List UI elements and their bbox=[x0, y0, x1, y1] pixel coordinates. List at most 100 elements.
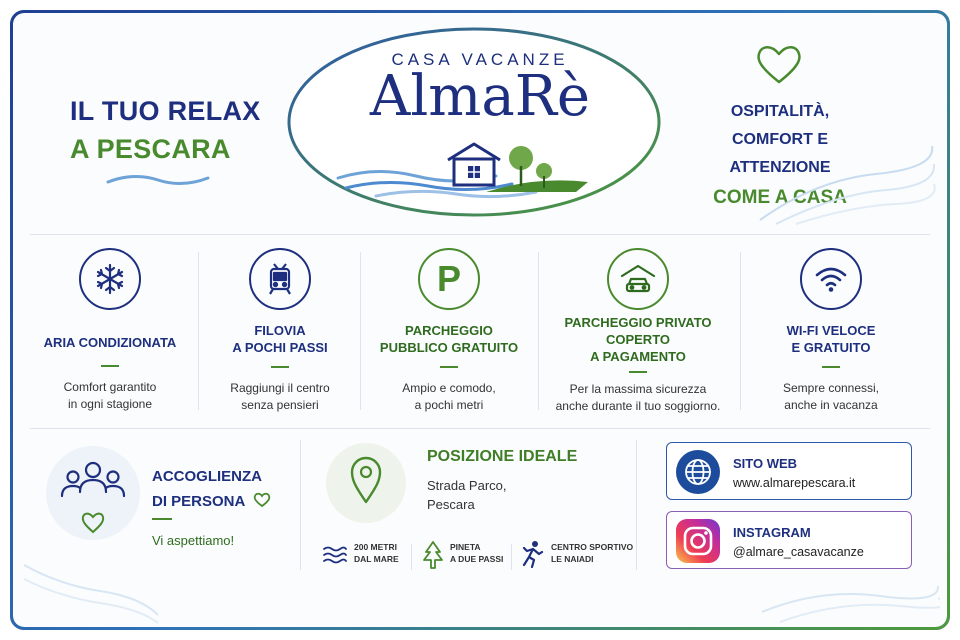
heart-small-icon bbox=[253, 492, 271, 508]
runner-icon bbox=[522, 541, 544, 568]
people-group-icon bbox=[60, 461, 126, 534]
welcome-title-line1: ACCOGLIENZA bbox=[152, 468, 262, 485]
feature-title: PARCHEGGIO PUBBLICO GRATUITO bbox=[364, 322, 534, 356]
feature-dash bbox=[629, 371, 647, 373]
feature-dash bbox=[440, 366, 458, 368]
instagram-icon bbox=[676, 519, 720, 563]
parking-icon: P bbox=[418, 248, 480, 310]
website-url[interactable]: www.almarepescara.it bbox=[733, 476, 856, 490]
feature-desc-line1: Ampio e comodo, bbox=[402, 381, 496, 395]
covered-garage-icon bbox=[607, 248, 669, 310]
welcome-dash bbox=[152, 518, 172, 520]
feature-title: WI-FI VELOCE E GRATUITO bbox=[746, 322, 916, 356]
feature-desc: Sempre connessi, anche in vacanza bbox=[746, 380, 916, 414]
feature-desc-line2: senza pensieri bbox=[241, 398, 319, 412]
feature-desc-line1: Sempre connessi, bbox=[782, 381, 880, 395]
wave-decoration-right bbox=[759, 145, 936, 225]
feature-desc-line2: in ogni stagione bbox=[67, 397, 153, 411]
feature-dash bbox=[101, 365, 119, 367]
welcome-title-line2: DI PERSONA bbox=[152, 489, 271, 514]
divider bbox=[30, 234, 930, 235]
highlight-line1: CENTRO SPORTIVO bbox=[551, 542, 634, 552]
instagram-card[interactable]: INSTAGRAM @almare_casavacanze bbox=[666, 511, 912, 569]
feature-desc-line1: Per la massima sicurezza bbox=[569, 382, 707, 396]
feature-desc-line1: Raggiungi il centro bbox=[230, 381, 330, 395]
feature-title-line2: COPERTO bbox=[605, 332, 671, 347]
divider bbox=[198, 252, 199, 410]
feature-dash bbox=[271, 366, 289, 368]
position-title: POSIZIONE IDEALE bbox=[427, 448, 578, 465]
feature-wifi: WI-FI VELOCE E GRATUITO Sempre connessi,… bbox=[746, 248, 916, 418]
highlight-line2: A DUE PASSI bbox=[450, 554, 504, 564]
tagline-right-line3: COME A CASA bbox=[713, 187, 847, 208]
tagline-left: IL TUO RELAX A PESCARA bbox=[70, 92, 270, 168]
highlight-pinewood: PINETA A DUE PASSI bbox=[450, 541, 503, 565]
wave-decoration-bottom-left bbox=[23, 564, 159, 624]
feature-title-line2: PUBBLICO GRATUITO bbox=[379, 340, 519, 355]
divider bbox=[411, 544, 412, 570]
feature-private-parking: PARCHEGGIO PRIVATO COPERTO A PAGAMENTO P… bbox=[540, 248, 736, 418]
highlight-sports-center: CENTRO SPORTIVO LE NAIADI bbox=[551, 541, 633, 565]
feature-desc-line1: Comfort garantito bbox=[63, 380, 157, 394]
feature-title: ARIA CONDIZIONATA bbox=[43, 335, 177, 350]
highlight-line1: PINETA bbox=[450, 542, 481, 552]
feature-title-line2: A POCHI PASSI bbox=[232, 340, 328, 355]
feature-air-conditioning: ARIA CONDIZIONATA Comfort garantito in o… bbox=[30, 248, 190, 418]
tagline-right-line1: OSPITALITÀ, bbox=[730, 103, 830, 120]
instagram-handle[interactable]: @almare_casavacanze bbox=[733, 545, 864, 559]
divider bbox=[636, 440, 637, 570]
divider bbox=[30, 428, 930, 429]
divider bbox=[300, 440, 301, 570]
feature-desc: Per la massima sicurezza anche durante i… bbox=[540, 381, 736, 415]
feature-desc-line2: a pochi metri bbox=[414, 398, 484, 412]
location-badge bbox=[326, 443, 406, 523]
snowflake-icon bbox=[79, 248, 141, 310]
highlight-line2: LE NAIADI bbox=[551, 554, 594, 564]
feature-title: PARCHEGGIO PRIVATO COPERTO A PAGAMENTO bbox=[540, 314, 736, 365]
logo-oval bbox=[287, 27, 661, 217]
feature-title-line1: WI-FI VELOCE bbox=[786, 323, 876, 338]
feature-desc: Raggiungi il centro senza pensieri bbox=[200, 380, 360, 414]
tagline-left-line2: A PESCARA bbox=[70, 134, 231, 164]
feature-title-line1: FILOVIA bbox=[254, 323, 306, 338]
instagram-title: INSTAGRAM bbox=[733, 525, 811, 540]
tagline-right-line2: COMFORT E ATTENZIONE bbox=[729, 131, 831, 176]
logo-name: AlmaRè bbox=[369, 64, 591, 129]
feature-title: FILOVIA A POCHI PASSI bbox=[200, 322, 360, 356]
highlight-line2: DAL MARE bbox=[354, 554, 399, 564]
feature-desc: Comfort garantito in ogni stagione bbox=[30, 379, 190, 413]
divider bbox=[538, 252, 539, 410]
position-address: Strada Parco, Pescara bbox=[427, 476, 507, 514]
map-pin-icon bbox=[350, 456, 382, 504]
highlight-line1: 200 METRI bbox=[354, 542, 397, 552]
feature-title-line2: E GRATUITO bbox=[791, 340, 871, 355]
feature-desc-line2: anche in vacanza bbox=[784, 398, 878, 412]
feature-title-line3: A PAGAMENTO bbox=[590, 349, 686, 364]
waves-icon bbox=[323, 546, 347, 564]
divider bbox=[511, 544, 512, 570]
house-landscape-icon bbox=[336, 142, 588, 199]
welcome-subtitle: Vi aspettiamo! bbox=[152, 533, 235, 548]
website-card[interactable]: SITO WEB www.almarepescara.it bbox=[666, 442, 912, 500]
feature-public-parking: P PARCHEGGIO PUBBLICO GRATUITO Ampio e c… bbox=[364, 248, 534, 418]
position-address-line2: Pescara bbox=[427, 497, 475, 512]
divider bbox=[740, 252, 741, 410]
logo-kicker: CASA VACANZE bbox=[391, 50, 569, 69]
feature-desc-line2: anche durante il tuo soggiorno. bbox=[555, 399, 721, 413]
tram-icon bbox=[249, 248, 311, 310]
wave-decoration-bottom-right bbox=[761, 585, 940, 623]
heart-icon bbox=[757, 46, 801, 84]
welcome-title: ACCOGLIENZA DI PERSONA bbox=[152, 464, 271, 514]
wifi-icon bbox=[800, 248, 862, 310]
divider bbox=[360, 252, 361, 410]
wave-decoration-left bbox=[106, 175, 210, 185]
tagline-right: OSPITALITÀ, COMFORT E ATTENZIONE COME A … bbox=[680, 98, 880, 212]
position-address-line1: Strada Parco, bbox=[427, 478, 507, 493]
feature-desc: Ampio e comodo, a pochi metri bbox=[364, 380, 534, 414]
highlight-sea: 200 METRI DAL MARE bbox=[354, 541, 399, 565]
feature-trolleybus: FILOVIA A POCHI PASSI Raggiungi il centr… bbox=[200, 248, 360, 418]
feature-title-line1: PARCHEGGIO PRIVATO bbox=[564, 315, 712, 330]
feature-dash bbox=[822, 366, 840, 368]
feature-title-line1: PARCHEGGIO bbox=[405, 323, 493, 338]
tagline-left-line1: IL TUO RELAX bbox=[70, 96, 261, 126]
